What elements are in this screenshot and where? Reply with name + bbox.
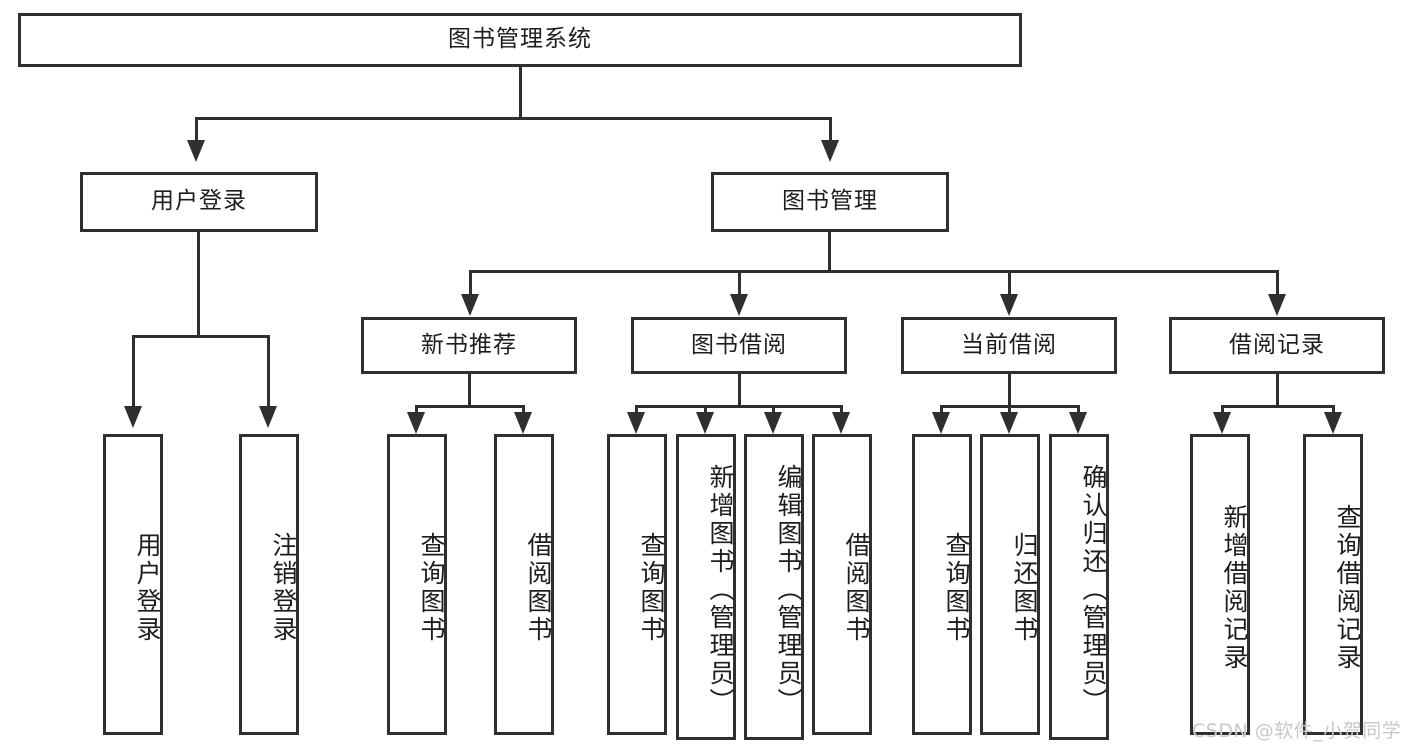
node-label: 确认归还（管理员） bbox=[1079, 464, 1108, 716]
node-label: 用户登录 bbox=[151, 188, 247, 215]
arrow-leaf-query-record bbox=[1324, 412, 1342, 434]
node-label: 当前借阅 bbox=[961, 331, 1057, 358]
arrow-leaf-add-record bbox=[1213, 412, 1231, 434]
connector-bb-drop-2 bbox=[704, 405, 707, 418]
arrow-to-borrow-record bbox=[1268, 294, 1286, 316]
node-book-management[interactable]: 图书管理 bbox=[711, 172, 949, 232]
node-root-system[interactable]: 图书管理系统 bbox=[18, 13, 1022, 67]
node-label: 查询图书 bbox=[942, 531, 971, 644]
connector-bb-drop-3 bbox=[772, 405, 775, 418]
connector-root-stem bbox=[519, 67, 522, 119]
connector-to-book-management bbox=[829, 117, 832, 145]
leaf-add-book[interactable]: 新增图书（管理员） bbox=[676, 434, 736, 740]
connector-nbr-drop-2 bbox=[522, 405, 525, 418]
arrow-leaf-borrow-book-1 bbox=[514, 412, 532, 434]
connector-br-drop-2 bbox=[1332, 405, 1335, 418]
connector-bb-drop-4 bbox=[840, 405, 843, 418]
connector-cb-drop-1 bbox=[940, 405, 943, 418]
arrow-leaf-logout-login bbox=[259, 406, 277, 428]
node-label: 借阅记录 bbox=[1229, 331, 1325, 358]
leaf-borrow-book-borrow[interactable]: 借阅图书 bbox=[812, 434, 872, 735]
leaf-logout-login[interactable]: 注销登录 bbox=[239, 434, 299, 735]
arrow-leaf-user-login bbox=[124, 406, 142, 428]
leaf-confirm-return[interactable]: 确认归还（管理员） bbox=[1049, 434, 1109, 740]
connector-bm-drop-4 bbox=[1276, 270, 1279, 296]
node-label: 新书推荐 bbox=[421, 331, 517, 358]
connector-book-management-stem bbox=[828, 232, 831, 272]
leaf-user-login[interactable]: 用户登录 bbox=[103, 434, 163, 735]
connector-user-login-drop-1 bbox=[132, 335, 135, 408]
connector-br-drop-1 bbox=[1221, 405, 1224, 418]
node-label: 新增图书（管理员） bbox=[706, 464, 735, 716]
connector-book-management-bar bbox=[469, 270, 1278, 273]
arrow-leaf-edit-book bbox=[764, 412, 782, 434]
leaf-edit-book[interactable]: 编辑图书（管理员） bbox=[744, 434, 804, 740]
node-label: 注销登录 bbox=[269, 531, 298, 644]
connector-bb-drop-1 bbox=[635, 405, 638, 418]
connector-bm-drop-1 bbox=[469, 270, 472, 296]
connector-bb-stem bbox=[738, 374, 741, 407]
leaf-borrow-book-new-recommend[interactable]: 借阅图书 bbox=[494, 434, 554, 735]
node-label: 图书管理系统 bbox=[448, 26, 592, 53]
connector-cb-drop-2 bbox=[1008, 405, 1011, 418]
leaf-query-book-current[interactable]: 查询图书 bbox=[912, 434, 972, 735]
arrow-leaf-confirm-return bbox=[1069, 412, 1087, 434]
connector-root-bar bbox=[195, 117, 832, 120]
connector-bb-bar bbox=[635, 405, 843, 408]
node-label: 归还图书 bbox=[1010, 531, 1039, 644]
connector-br-stem bbox=[1276, 374, 1279, 407]
node-label: 图书管理 bbox=[782, 188, 878, 215]
arrow-leaf-query-book-3 bbox=[932, 412, 950, 434]
connector-bm-drop-3 bbox=[1008, 270, 1011, 296]
node-label: 用户登录 bbox=[133, 531, 162, 644]
node-user-login[interactable]: 用户登录 bbox=[80, 172, 318, 232]
arrow-leaf-borrow-book-2 bbox=[832, 412, 850, 434]
connector-nbr-stem bbox=[468, 374, 471, 407]
node-book-borrow[interactable]: 图书借阅 bbox=[631, 317, 847, 374]
arrow-to-current-borrow bbox=[1000, 294, 1018, 316]
arrow-leaf-query-book-1 bbox=[407, 412, 425, 434]
connector-bm-drop-2 bbox=[738, 270, 741, 296]
node-label: 编辑图书（管理员） bbox=[774, 464, 803, 716]
node-label: 查询图书 bbox=[417, 531, 446, 644]
connector-user-login-drop-2 bbox=[267, 335, 270, 408]
leaf-query-borrow-record[interactable]: 查询借阅记录 bbox=[1303, 434, 1363, 735]
node-label: 图书借阅 bbox=[691, 331, 787, 358]
connector-nbr-drop-1 bbox=[415, 405, 418, 418]
connector-cb-stem bbox=[1008, 374, 1011, 407]
connector-user-login-bar bbox=[132, 335, 270, 338]
leaf-add-borrow-record[interactable]: 新增借阅记录 bbox=[1190, 434, 1250, 735]
connector-to-user-login bbox=[195, 117, 198, 145]
connector-br-bar bbox=[1221, 405, 1335, 408]
node-label: 新增借阅记录 bbox=[1220, 503, 1249, 672]
arrow-to-book-borrow bbox=[730, 294, 748, 316]
connector-nbr-bar bbox=[415, 405, 525, 408]
connector-cb-drop-3 bbox=[1077, 405, 1080, 418]
arrow-leaf-add-book bbox=[696, 412, 714, 434]
arrow-to-book-management bbox=[821, 140, 839, 162]
node-label: 查询图书 bbox=[637, 531, 666, 644]
leaf-return-book[interactable]: 归还图书 bbox=[980, 434, 1040, 735]
node-new-book-recommend[interactable]: 新书推荐 bbox=[361, 317, 577, 374]
leaf-query-book-new-recommend[interactable]: 查询图书 bbox=[387, 434, 447, 735]
leaf-query-book-borrow[interactable]: 查询图书 bbox=[607, 434, 667, 735]
node-borrow-record[interactable]: 借阅记录 bbox=[1169, 317, 1385, 374]
arrow-to-new-book-recommend bbox=[461, 294, 479, 316]
arrow-leaf-query-book-2 bbox=[627, 412, 645, 434]
arrow-to-user-login bbox=[187, 140, 205, 162]
node-label: 查询借阅记录 bbox=[1333, 503, 1362, 672]
node-current-borrow[interactable]: 当前借阅 bbox=[901, 317, 1117, 374]
node-label: 借阅图书 bbox=[524, 531, 553, 644]
connector-user-login-stem bbox=[197, 232, 200, 337]
node-label: 借阅图书 bbox=[842, 531, 871, 644]
arrow-leaf-return-book bbox=[1000, 412, 1018, 434]
